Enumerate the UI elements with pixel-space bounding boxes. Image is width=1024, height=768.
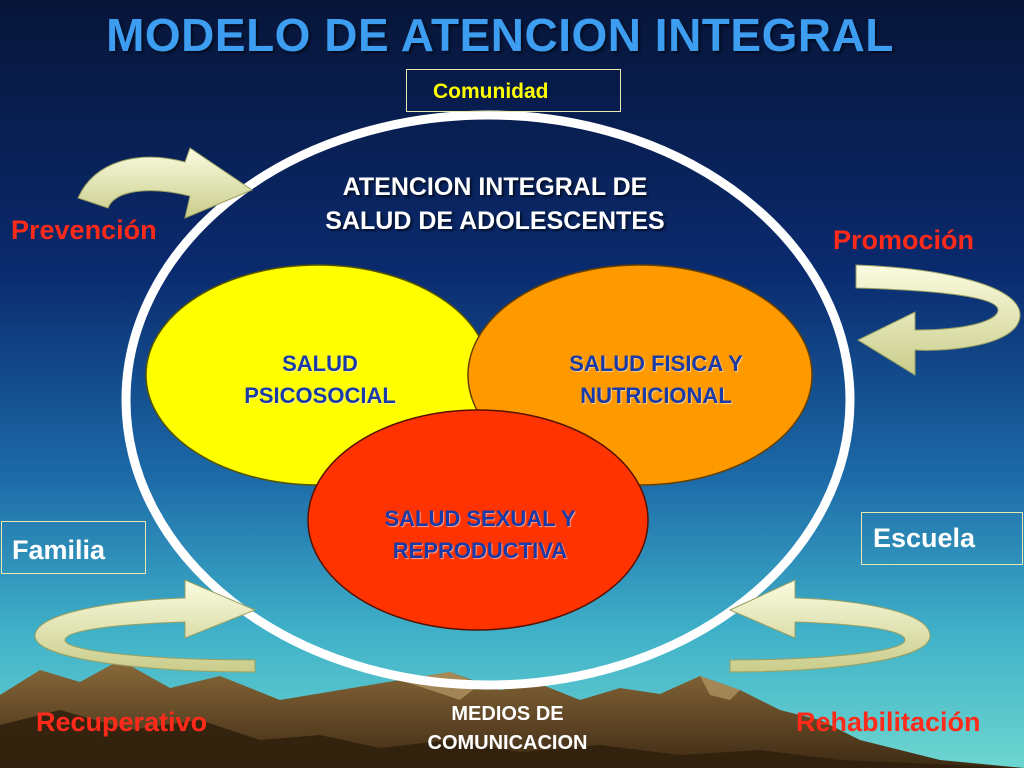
label-sexual-line1: SALUD SEXUAL Y	[384, 506, 576, 531]
medios-label: MEDIOS DE COMUNICACION	[390, 700, 625, 758]
label-psicosocial: SALUD PSICOSOCIAL	[200, 348, 440, 412]
label-recuperativo: Recuperativo	[36, 707, 208, 737]
label-fisica: SALUD FISICA Y NUTRICIONAL	[520, 348, 792, 412]
arrow-rehabilitacion	[728, 579, 931, 673]
label-prevencion: Prevención	[11, 215, 157, 245]
page-title: MODELO DE ATENCION INTEGRAL	[106, 9, 894, 61]
label-promocion: Promoción	[833, 225, 975, 255]
comunidad-box: Comunidad	[406, 69, 621, 112]
oval-sexual	[307, 409, 649, 631]
medios-line1: MEDIOS DE	[451, 703, 564, 725]
familia-box: Familia	[1, 521, 146, 574]
arrow-recuperativo	[34, 579, 257, 673]
label-sexual-line2: REPRODUCTIVA	[392, 538, 568, 563]
outer-circle	[121, 110, 855, 690]
label-fisica-line2: NUTRICIONAL	[580, 383, 732, 408]
arrow-prevencion	[77, 147, 254, 219]
label-psicosocial-line2: PSICOSOCIAL	[244, 383, 396, 408]
medios-line2: COMUNICACION	[427, 732, 588, 754]
escuela-box: Escuela	[861, 512, 1023, 565]
label-fisica-line1: SALUD FISICA Y	[569, 351, 743, 376]
label-rehabilitacion: Rehabilitación	[796, 707, 981, 737]
center-title-line1: ATENCION INTEGRAL DE	[342, 173, 648, 201]
label-psicosocial-line1: SALUD	[282, 351, 358, 376]
center-title-line2: SALUD DE ADOLESCENTES	[325, 207, 665, 235]
arrow-promocion	[855, 264, 1021, 376]
label-sexual: SALUD SEXUAL Y REPRODUCTIVA	[330, 503, 630, 567]
center-title: ATENCION INTEGRAL DE SALUD DE ADOLESCENT…	[260, 170, 730, 238]
